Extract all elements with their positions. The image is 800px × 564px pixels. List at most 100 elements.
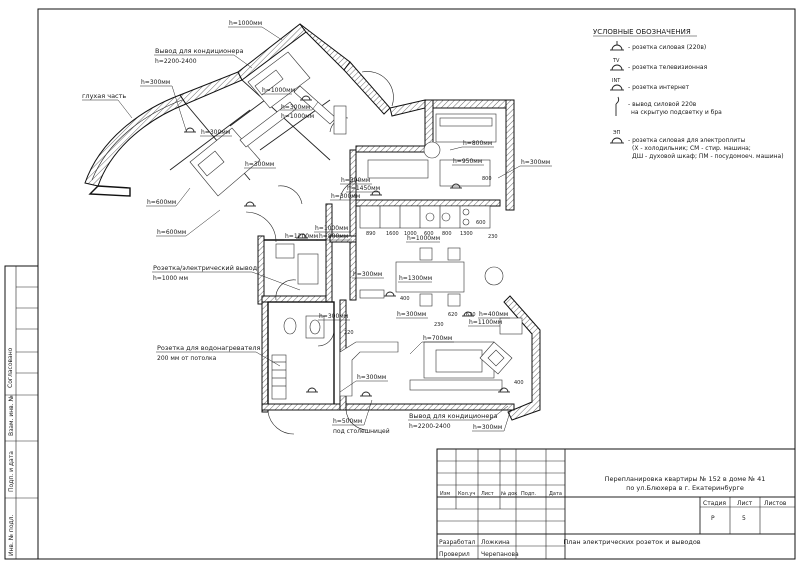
ann-h1200: h=1200мм [285,233,318,240]
ann-h300-j: h=300мм [319,313,348,320]
ann-h700: h=700мм [423,335,452,342]
dim-5: 800 [442,231,452,237]
ann-h600-a: h=600мм [147,199,176,206]
legend-item-1: - розетка силовая (220в) [628,44,706,51]
power-socket-icon [384,291,396,297]
hdr-podp: Подп. [521,491,537,497]
side-inv-zam: Взам. инв. № [8,395,15,436]
legend-item-5: - розетка силовая для электроплиты [628,137,746,144]
side-inv-podl: Инв. № подл. [8,515,15,556]
ann-h300-b: h=300мм [281,104,310,111]
developed-label: Разработал [439,539,476,546]
power-socket-icon [300,95,312,101]
ann-h800: h=800мм [463,140,492,147]
legend-item-2: - розетка телевизионная [628,64,708,71]
ann-glukh: глухая часть [82,92,126,100]
legend-tv-socket-icon: TV [610,58,624,71]
developed-name: Ложкина [481,539,510,546]
ann-h300-a: h=300мм [141,79,170,86]
power-socket-icon [498,387,510,393]
ann-socket-el: Розетка/электрический вывод [153,264,258,272]
dim-10: 400 [400,296,410,302]
svg-text:ЭП: ЭП [613,130,620,136]
svg-text:INT: INT [612,78,621,84]
ann-conditioner-bot: Вывод для кондиционера [409,412,497,420]
hdr-kol: Кол.уч [458,491,475,497]
title-block: Изм Кол.уч Лист № док Подп. Дата Разрабо… [436,448,796,560]
ann-h300-c: h=300мм [201,129,230,136]
ann-h1000-d: h=1000мм [315,225,348,232]
legend-item-4-line2: на скрытую подсветку и бра [631,109,722,116]
ann-h400: h=400мм [479,311,508,318]
dim-7: 600 [476,220,486,226]
annotations: h=1000мм Вывод для кондиционера h=2200-2… [82,20,552,435]
ann-conditioner-top: Вывод для кондиционера [155,47,243,55]
dim-12: 230 [434,322,444,328]
ann-h800-b: h=800мм [319,233,348,240]
bathroom [261,301,347,435]
drawing-title: План электрических розеток и выводов [563,538,700,546]
dim-9: 230 [488,234,498,240]
dim-13: 620 [448,312,458,318]
power-socket-icon [360,391,372,397]
ann-heater-h: 200 мм от потолка [157,355,217,362]
side-stamp: Согласовано Взам. инв. № Подп. и дата Ин… [4,265,39,560]
ann-h1450: h=1450мм [347,185,380,192]
project-title: Перепланировка квартиры № 152 в доме № 4… [605,475,766,483]
dim-1: 890 [366,231,376,237]
ann-h600-b: h=600мм [157,229,186,236]
power-socket-icon [370,190,382,196]
legend-internet-socket-icon: INT [610,78,624,91]
dim-2: 1600 [386,231,399,237]
dim-3: 1000 [404,231,417,237]
side-podp-data: Подп. и дата [8,451,15,492]
stage-label: Стадия [703,500,726,507]
dim-8: 800 [482,176,492,182]
ann-h300-k: h=300мм [357,374,386,381]
ann-h1000-b: h=1000мм [262,87,295,94]
ann-h300-f: h=300мм [341,177,370,184]
side-agreed: Согласовано [7,347,14,388]
ann-h300-h: h=300мм [353,271,382,278]
checked-name: Черепанова [481,551,519,558]
power-socket-icon [462,311,474,317]
project-title-2: по ул.Блюхера в г. Екатеринбурге [626,484,744,492]
legend-output-icon [615,96,620,116]
dim-15: 400 [514,380,524,386]
power-socket-icon [450,183,462,189]
corridor [245,203,333,305]
ann-h500: h=500мм [333,418,362,425]
legend-item-4: - вывод силовой 220в [628,101,697,108]
balcony-curved [84,94,187,197]
stage-value: Р [711,515,715,522]
power-socket-icon [306,387,318,393]
legend-stove-socket-icon: ЭП [610,130,624,144]
svg-text:TV: TV [612,58,620,64]
ann-h300-i: h=300мм [397,311,426,318]
sheets-label: Листов [764,500,787,507]
legend-title: УСЛОВНЫЕ ОБОЗНАЧЕНИЯ [593,28,691,36]
kitchen-living [349,99,515,307]
ann-heater: Розетка для водонагревателя [157,344,261,352]
hdr-ndok: № док [501,491,517,497]
ann-h1000-top: h=1000мм [229,20,262,27]
ann-socket-el-h: h=1000 мм [153,275,188,282]
checked-label: Проверил [439,551,470,558]
legend-power-socket-icon [610,41,624,51]
living-room [339,295,541,431]
ann-h1300: h=1300мм [399,275,432,282]
ann-under-top: под столешницей [333,428,390,435]
dim-14: 620 [466,312,476,318]
legend-item-5-line3: ДШ - духовой шкаф; ПМ - посудомоеч. маши… [632,153,784,160]
dim-11: 220 [344,330,354,336]
ann-h950: h=950мм [453,158,482,165]
ann-h1000-e: h=1000мм [407,235,440,242]
ann-h300-e: h=300мм [521,159,550,166]
ann-h300-d: h=300мм [245,161,274,168]
power-socket-icon [296,233,308,239]
socket-markers [184,95,510,397]
sheet-value: 5 [742,515,746,522]
legend-item-3: - розетка интернет [628,84,690,91]
ann-conditioner-bot-h: h=2200-2400 [409,423,451,430]
